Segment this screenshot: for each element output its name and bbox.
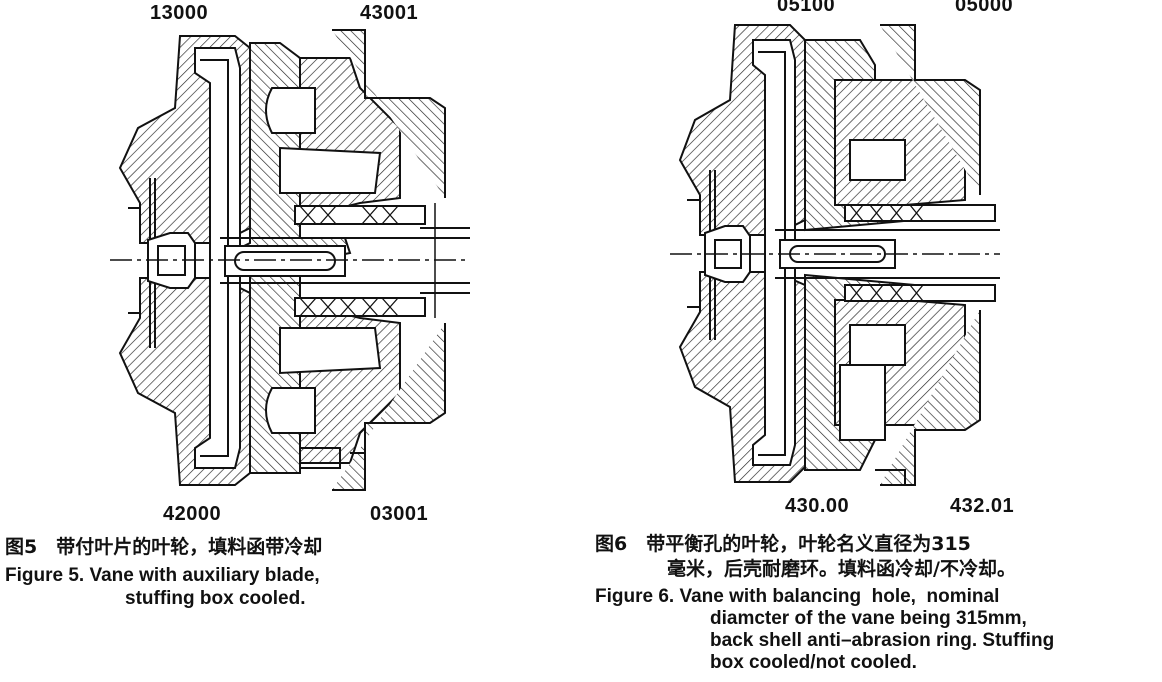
fig5-caption-english-line2: stuffing box cooled.: [125, 588, 306, 609]
fig6-caption-english-line2: diamcter of the vane being 315mm,: [710, 608, 1027, 629]
fig6-caption-english-line3: back shell anti–abrasion ring. Stuffing: [710, 630, 1055, 651]
fig5-caption-english-line1: Figure 5. Vane with auxiliary blade,: [5, 565, 320, 586]
fig5-callout-13000: 13000: [150, 2, 209, 24]
fig6-callout-432-01: 432.01: [950, 495, 1015, 517]
fig5-callout-03001: 03001: [370, 503, 429, 525]
fig6-callout-430-00: 430.00: [785, 495, 850, 517]
fig6-caption-chinese-line2: 毫米，后壳耐磨环。填料函冷却/不冷却。: [667, 558, 1016, 580]
figure6-pump-cross-section: [670, 24, 1000, 486]
fig5-caption-chinese: 图5 带付叶片的叶轮，填料函带冷却: [5, 536, 323, 558]
fig5-callout-43001: 43001: [360, 2, 419, 24]
fig6-callout-05000: 05000: [955, 0, 1014, 16]
fig5-callout-42000: 42000: [163, 503, 222, 525]
fig6-caption-english-line1: Figure 6. Vane with balancing hole, nomi…: [595, 586, 1000, 607]
fig6-callout-05100: 05100: [777, 0, 836, 16]
fig6-caption-chinese-line1: 图6 带平衡孔的叶轮，叶轮名义直径为315: [595, 533, 971, 555]
figure5-pump-cross-section: [110, 29, 470, 491]
fig6-caption-english-line4: box cooled/not cooled.: [710, 652, 917, 673]
